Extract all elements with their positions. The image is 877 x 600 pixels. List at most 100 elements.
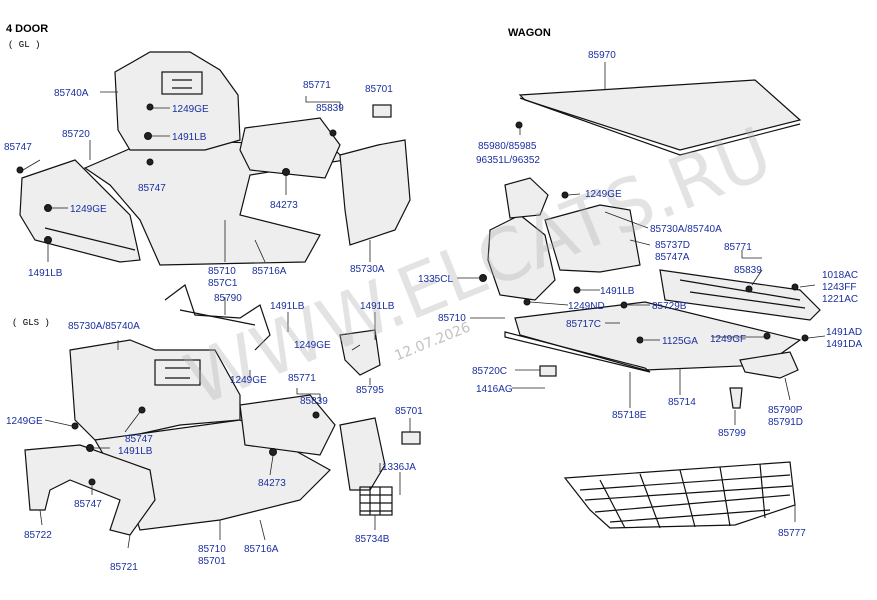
label-85747-d: 85747: [74, 499, 102, 510]
label-85701-b: 85701: [395, 406, 423, 417]
side-panel-85720: [19, 159, 141, 263]
sill-plate-85771: [659, 269, 821, 321]
subtitle-gl: ( GL ): [8, 40, 40, 50]
label-84273-b: 84273: [258, 478, 286, 489]
label-85720C: 85720C: [472, 366, 507, 377]
frame-85722: [24, 444, 156, 536]
label-85771-b: 85771: [288, 373, 316, 384]
label-85734B: 85734B: [355, 534, 390, 545]
gls-labels: 85730A/85740A 1249GE 85771 85839 1249GE …: [6, 321, 423, 573]
label-85737D: 85737D: [655, 240, 690, 251]
label-857C1: 857C1: [208, 278, 238, 289]
label-85839-c: 85839: [734, 265, 762, 276]
wagon-labels: 85970 85980/85985 96351L/96352 1249GE 85…: [418, 50, 862, 539]
fastener-1249GE: [146, 103, 154, 111]
label-85710-b: 85710: [198, 544, 226, 555]
cargo-bracket-85790: [164, 284, 271, 351]
label-1491LB-f: 1491LB: [600, 286, 635, 297]
label-85710: 85710: [208, 266, 236, 277]
label-85790: 85790: [214, 293, 242, 304]
wagon-upper-trim: [504, 177, 549, 219]
leader-lines: [22, 62, 826, 549]
label-85747-b: 85747: [138, 183, 166, 194]
label-85791D: 85791D: [768, 417, 803, 428]
gl-labels: 85740A 1249GE 1491LB 85747 85720 85747 1…: [4, 80, 395, 396]
label-85795: 85795: [356, 385, 384, 396]
side-trim-85740A: [114, 51, 241, 151]
title-4-door: 4 DOOR: [6, 23, 48, 35]
label-1336JA: 1336JA: [382, 462, 416, 473]
label-85718E: 85718E: [612, 410, 647, 421]
label-85799: 85799: [718, 428, 746, 439]
label-1243FF: 1243FF: [822, 282, 856, 293]
label-1221AC: 1221AC: [822, 294, 858, 305]
net-85734B: [359, 486, 393, 516]
label-1249GE-f: 1249GE: [585, 189, 622, 200]
fastener-1491LB: [144, 132, 152, 140]
label-85701: 85701: [365, 84, 393, 95]
label-85747: 85747: [4, 142, 32, 153]
label-1249GE-d: 1249GE: [230, 375, 267, 386]
label-1249GF: 1249GF: [710, 334, 746, 345]
label-1491AD: 1491AD: [826, 327, 862, 338]
label-1491DA: 1491DA: [826, 339, 862, 350]
label-1249GE-b: 1249GE: [70, 204, 107, 215]
label-1249GE-e: 1249GE: [6, 416, 43, 427]
back-panel-85771: [239, 117, 341, 179]
label-85729B: 85729B: [652, 301, 687, 312]
fastener-85747: [16, 166, 24, 174]
subtitle-gls: ( GLS ): [12, 318, 50, 328]
label-1249ND: 1249ND: [568, 301, 605, 312]
label-85710-c: 85710: [438, 313, 466, 324]
label-85716A-b: 85716A: [244, 544, 279, 555]
clip-85701-gls: [401, 431, 421, 445]
label-1491LB-c: 1491LB: [270, 301, 305, 312]
back-panel-85771-gls: [239, 394, 336, 456]
label-85771-c: 85771: [724, 242, 752, 253]
clip-85720C: [539, 365, 557, 377]
label-85839: 85839: [316, 103, 344, 114]
label-85722: 85722: [24, 530, 52, 541]
label-96351L-96352: 96351L/96352: [476, 155, 540, 166]
label-85701-c: 85701: [198, 556, 226, 567]
label-1491LB: 1491LB: [172, 132, 207, 143]
label-85747-c: 85747: [125, 434, 153, 445]
gls-trunk-assembly: [24, 339, 421, 536]
label-1125GA: 1125GA: [662, 336, 698, 347]
label-85721: 85721: [110, 562, 138, 573]
label-85839-b: 85839: [300, 396, 328, 407]
label-1018AC: 1018AC: [822, 270, 858, 281]
label-1249GE-c: 1249GE: [294, 340, 331, 351]
wagon-trim-85737D: [544, 204, 641, 273]
label-85740A: 85740A: [54, 88, 89, 99]
cargo-net-85777: [563, 461, 796, 529]
title-wagon: WAGON: [508, 27, 551, 39]
wagon-side-trim: [487, 214, 556, 301]
label-1491LB-d: 1491LB: [360, 301, 395, 312]
wagon-assembly: [479, 79, 821, 529]
label-85771: 85771: [303, 80, 331, 91]
label-85714: 85714: [668, 397, 696, 408]
side-trim-cutout: [161, 71, 203, 95]
label-85730A: 85730A: [350, 264, 385, 275]
clip-85701: [372, 104, 392, 118]
label-1491LB-e: 1491LB: [118, 446, 153, 457]
label-1416AG: 1416AG: [476, 384, 513, 395]
label-1335CL: 1335CL: [418, 274, 453, 285]
label-85720: 85720: [62, 129, 90, 140]
bracket-85790P: [739, 351, 799, 379]
label-1249GE: 1249GE: [172, 104, 209, 115]
side-trim-85730A: [339, 139, 411, 246]
label-85716A: 85716A: [252, 266, 287, 277]
label-85717C: 85717C: [566, 319, 601, 330]
label-85970: 85970: [588, 50, 616, 61]
bracket-85795: [339, 329, 381, 376]
hook-85799: [729, 387, 743, 409]
label-85747A: 85747A: [655, 252, 690, 263]
label-85730A-85740A: 85730A/85740A: [68, 321, 140, 332]
label-85777: 85777: [778, 528, 806, 539]
label-1491LB-b: 1491LB: [28, 268, 63, 279]
label-85730A-85740A-b: 85730A/85740A: [650, 224, 722, 235]
label-85790P: 85790P: [768, 405, 803, 416]
